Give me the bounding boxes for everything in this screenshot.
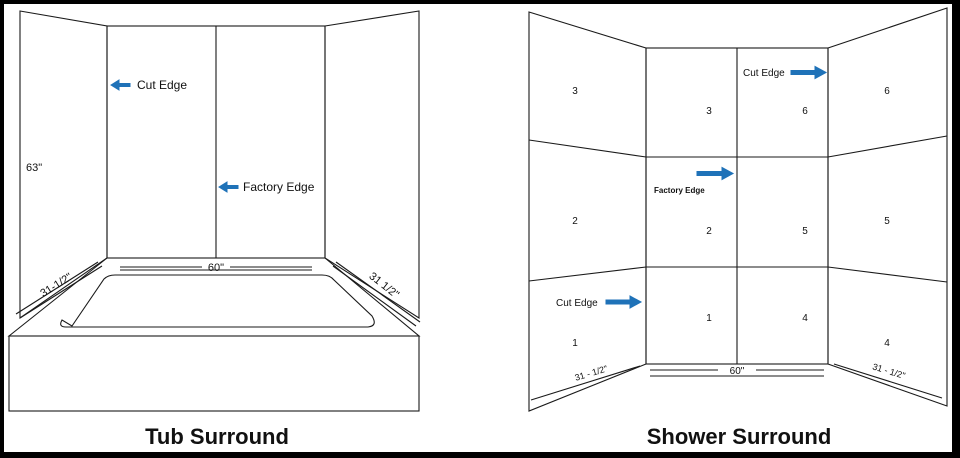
shower-left-depth-label: 31 - 1/2" — [574, 363, 609, 382]
shower-factory-edge-label: Factory Edge — [654, 186, 705, 195]
shower-right-wall — [827, 7, 948, 407]
tub-right-depth-line-2 — [332, 265, 417, 327]
shower-right-seam-1 — [827, 135, 948, 158]
shower-panel-numbers: 3 2 1 3 2 1 6 5 4 6 5 4 — [572, 86, 890, 349]
panel-number: 6 — [884, 86, 890, 97]
panel-number: 1 — [572, 338, 578, 349]
tub-right-depth-line — [335, 261, 421, 323]
panel-number: 6 — [802, 106, 808, 117]
tub-basin — [60, 274, 375, 328]
tub-width-label: 60" — [208, 262, 224, 274]
panel-number: 4 — [884, 338, 890, 349]
panel-number: 2 — [572, 216, 578, 227]
shower-factory-edge-arrow-icon — [696, 166, 735, 181]
panel-number: 4 — [802, 313, 808, 324]
tub-left-depth-line-2 — [19, 265, 103, 319]
shower-right-depth-line — [833, 363, 943, 399]
shower-right-seam-2 — [827, 266, 948, 283]
shower-cut-edge-top-arrow-icon — [790, 65, 828, 80]
shower-left-wall — [528, 11, 647, 412]
panel-number: 2 — [706, 226, 712, 237]
tub-apron — [8, 335, 420, 412]
tub-factory-edge-label: Factory Edge — [243, 180, 315, 194]
tub-height-label: 63" — [26, 162, 42, 174]
shower-cut-edge-left-label: Cut Edge — [556, 298, 598, 309]
panel-number: 3 — [706, 106, 712, 117]
shower-cut-edge-top-label: Cut Edge — [743, 68, 785, 79]
tub-right-wall — [324, 10, 420, 320]
shower-left-depth-line — [530, 365, 641, 401]
panel-number: 5 — [884, 216, 890, 227]
panel-number: 5 — [802, 226, 808, 237]
diagram-canvas: 60" 31-1/2" 31 1/2" 63" Cut Edge Factory… — [4, 4, 952, 452]
tub-surround: 60" 31-1/2" 31 1/2" 63" Cut Edge Factory… — [7, 10, 421, 449]
tub-factory-edge-arrow-icon — [218, 181, 239, 193]
tub-cut-edge-arrow-icon — [110, 79, 131, 91]
panel-number: 1 — [706, 313, 712, 324]
panel-number: 3 — [572, 86, 578, 97]
tub-title: Tub Surround — [145, 424, 289, 449]
shower-width-label: 60" — [730, 366, 745, 377]
shower-surround: 60" 31 - 1/2" 31 - 1/2" 3 2 1 3 2 1 6 5 … — [528, 7, 948, 449]
diagram-svg: 60" 31-1/2" 31 1/2" 63" Cut Edge Factory… — [7, 7, 948, 449]
tub-cut-edge-label: Cut Edge — [137, 78, 187, 92]
shower-title: Shower Surround — [647, 424, 832, 449]
shower-left-seam-1 — [528, 139, 647, 158]
tub-left-depth-line — [15, 261, 99, 315]
shower-left-seam-2 — [528, 266, 647, 282]
shower-cut-edge-left-arrow-icon — [605, 295, 643, 309]
